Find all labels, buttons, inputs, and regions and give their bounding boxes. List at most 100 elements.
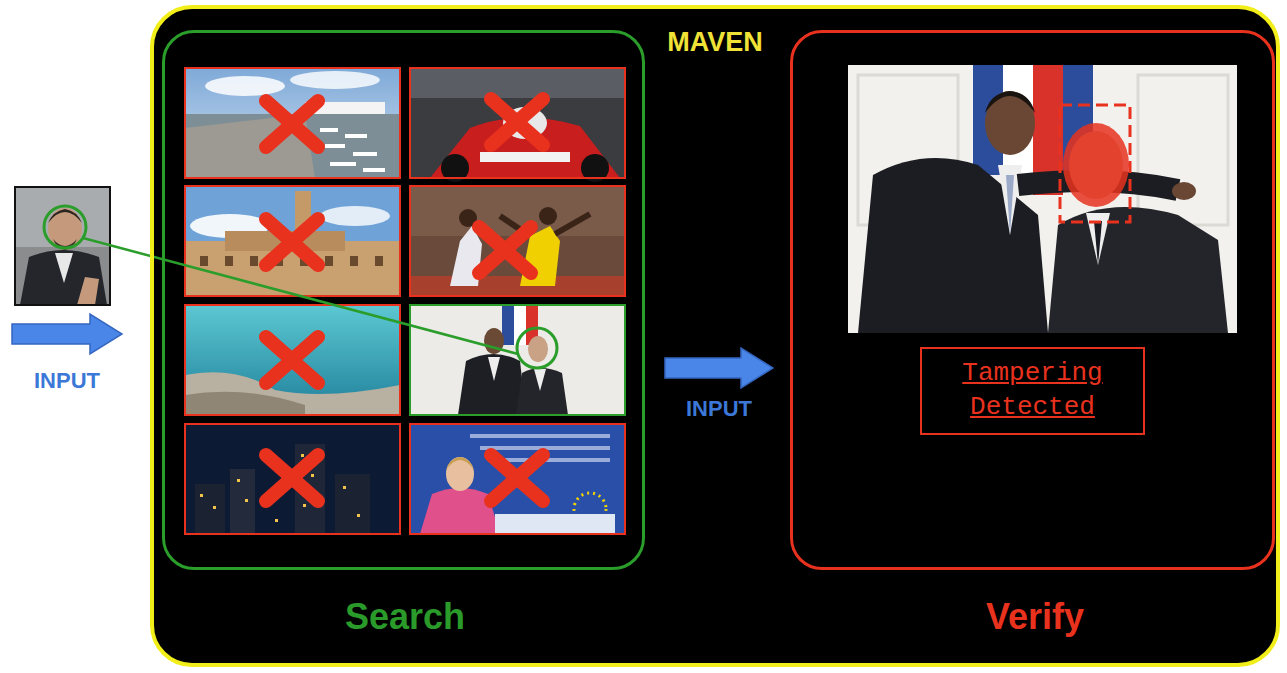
reject-mark [491, 99, 543, 145]
thumb-sprinters [410, 186, 625, 296]
input-label: INPUT [34, 368, 100, 394]
thumb-sea-part [185, 305, 400, 415]
thumb-night-city-part-part [200, 494, 203, 497]
input-arrow [12, 314, 122, 354]
search-panel: Search [162, 30, 645, 570]
thumb-sprinters-part [410, 276, 625, 296]
thumb-sea-part [185, 305, 400, 415]
node-text: Verify [986, 596, 1084, 638]
system-frame: MAVENSearchVerifyTampering Detected [150, 5, 1280, 667]
maven-panel [152, 7, 1278, 665]
thumb-match [410, 305, 625, 415]
thumb-speaker-part [446, 457, 474, 470]
input-photo-part [15, 187, 110, 305]
thumb-match-part [516, 368, 568, 415]
thumb-night-city-part-part [303, 504, 306, 507]
thumb-building-part [185, 186, 400, 296]
thumb-night-city-part [200, 454, 360, 522]
verify-panel: VerifyTampering Detected [790, 30, 1275, 570]
thumb-building-part-part [350, 256, 358, 266]
thumb-speaker-part [410, 424, 625, 534]
input-photo-part [55, 253, 73, 283]
thumb-building-part-part [225, 256, 233, 266]
node-text: Search [345, 596, 465, 638]
thumb-night-city-part [185, 424, 400, 534]
thumb-harbour-part-part [320, 128, 338, 132]
node-text: INPUT [686, 396, 752, 422]
result-box: Tampering Detected [920, 347, 1145, 435]
thumb-match-part [458, 354, 526, 415]
thumb-night-city-part-part [213, 506, 216, 509]
thumb-building-part-part [200, 256, 208, 266]
thumb-harbour-part [185, 68, 400, 178]
thumb-racecar-part [480, 152, 570, 162]
thumb-sea-part [185, 392, 305, 415]
thumb-building-part-part [375, 256, 383, 266]
verify-photo-part [1094, 221, 1102, 265]
thumb-night-city-part [230, 469, 255, 534]
thumb-night-city-part-part [357, 514, 360, 517]
thumb-sprinters-part [410, 186, 625, 296]
thumb-sea [185, 305, 400, 415]
thumb-speaker-part [410, 424, 625, 534]
thumb-building-part [185, 186, 400, 296]
thumb-night-city-part-part [245, 499, 248, 502]
input-photo-part [15, 187, 110, 305]
reject-mark [479, 227, 531, 273]
thumb-building-part [200, 256, 383, 266]
thumb-sprinters-part [539, 207, 557, 225]
match-circle [517, 328, 557, 368]
input-photo-part [77, 277, 99, 305]
thumb-speaker-part [446, 457, 474, 491]
thumb-speaker [410, 424, 625, 534]
thumb-night-city-part [195, 484, 225, 534]
thumb-sprinters-part [410, 186, 625, 236]
thumb-night-city-part [335, 474, 370, 534]
thumb-harbour-part-part [325, 144, 345, 148]
verify-photo-part [985, 91, 1035, 155]
thumb-match-part [410, 305, 625, 415]
thumb-building-part-part [325, 256, 333, 266]
node-text: Tampering Detected [943, 357, 1123, 425]
thumb-building-part-part [250, 256, 258, 266]
reject-mark [266, 101, 318, 147]
thumb-night-city-part-part [275, 519, 278, 522]
thumb-night-city-part [185, 424, 400, 534]
thumb-night-city-part-part [301, 454, 304, 457]
thumb-harbour-part-part [330, 162, 356, 166]
thumb-sprinters-part [410, 186, 625, 296]
thumb-night-city-part-part [237, 479, 240, 482]
block-arrow [665, 348, 773, 388]
label-holder: INPUT [34, 368, 100, 394]
reject-mark [491, 455, 543, 501]
reject-mark [266, 455, 318, 501]
thumb-match-part [534, 369, 546, 391]
verify-photo-part [1172, 182, 1196, 200]
thumb-building [185, 186, 400, 296]
verify-photo-part [848, 65, 1237, 333]
verify-photo [848, 65, 1237, 333]
thumb-match-part [410, 305, 625, 415]
thumb-match-part [528, 336, 548, 362]
thumb-harbour-part [290, 71, 380, 89]
verify-photo-part [1138, 75, 1228, 225]
thumb-speaker-part [495, 514, 615, 534]
verify-photo-part [1006, 175, 1014, 235]
heading-holder: Search [345, 596, 465, 638]
thumb-night-city-part-part [311, 474, 314, 477]
thumb-harbour-part [205, 76, 285, 96]
heading-holder: MAVEN [667, 27, 763, 58]
edge-label-holder: INPUT [686, 396, 752, 422]
verify-photo-part [985, 91, 1035, 113]
input-photo [15, 187, 110, 305]
verify-photo-part [1063, 123, 1129, 207]
thumb-harbour-part [320, 128, 385, 172]
thumb-racecar-part [410, 68, 625, 178]
thumb-night-city-part-part [343, 486, 346, 489]
thumb-harbour-part-part [363, 168, 385, 172]
heading-holder: Verify [986, 596, 1084, 638]
match-line [83, 238, 518, 354]
thumb-speaker-part-part [470, 434, 610, 438]
reject-mark [266, 337, 318, 383]
